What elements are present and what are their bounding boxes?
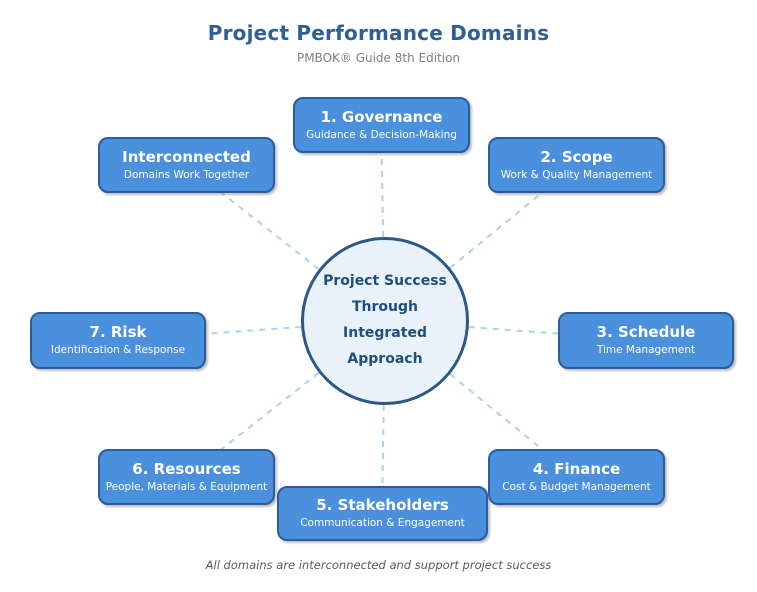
domain-box-scope: 2. Scope Work & Quality Management [488,137,665,193]
footer-note: All domains are interconnected and suppo… [205,558,552,572]
domain-box-finance: 4. Finance Cost & Budget Management [488,449,665,505]
domain-label: 2. Scope [540,147,613,166]
domain-box-risk: 7. Risk Identification & Response [30,312,206,369]
domain-description: Guidance & Decision-Making [306,128,457,141]
domain-description: People, Materials & Equipment [105,480,268,493]
domain-box-interconnected: Interconnected Domains Work Together [98,137,275,193]
center-circle-text: Project Success Through Integrated Appro… [323,273,447,367]
domain-description: Cost & Budget Management [502,480,651,493]
domain-description: Time Management [596,344,696,357]
domain-label: 4. Finance [532,459,621,478]
domain-box-schedule: 3. Schedule Time Management [558,312,734,369]
domain-description: Communication & Engagement [300,517,465,530]
domain-label: 3. Schedule [596,323,696,342]
domain-box-governance: 1. Governance Guidance & Decision-Making [293,97,470,153]
domain-label: 6. Resources [132,459,241,478]
domain-label: Interconnected [122,147,251,166]
connector-governance [380,124,386,322]
domain-description: Domains Work Together [123,168,250,181]
domain-description: Work & Quality Management [500,168,653,181]
page-subtitle: PMBOK® Guide 8th Edition [296,51,461,65]
connector-risk [117,320,386,341]
domain-label: 7. Risk [89,323,147,342]
domain-description: Identification & Response [50,344,186,357]
page-title: Project Performance Domains [207,21,550,45]
connector-stakeholders [381,320,386,514]
domain-label: 5. Stakeholders [316,496,449,515]
domain-box-stakeholders: 5. Stakeholders Communication & Engageme… [277,486,488,541]
domain-box-resources: 6. Resources People, Materials & Equipme… [98,449,275,505]
center-success-circle: Project Success Through Integrated Appro… [301,237,469,405]
domain-label: 1. Governance [320,107,443,126]
